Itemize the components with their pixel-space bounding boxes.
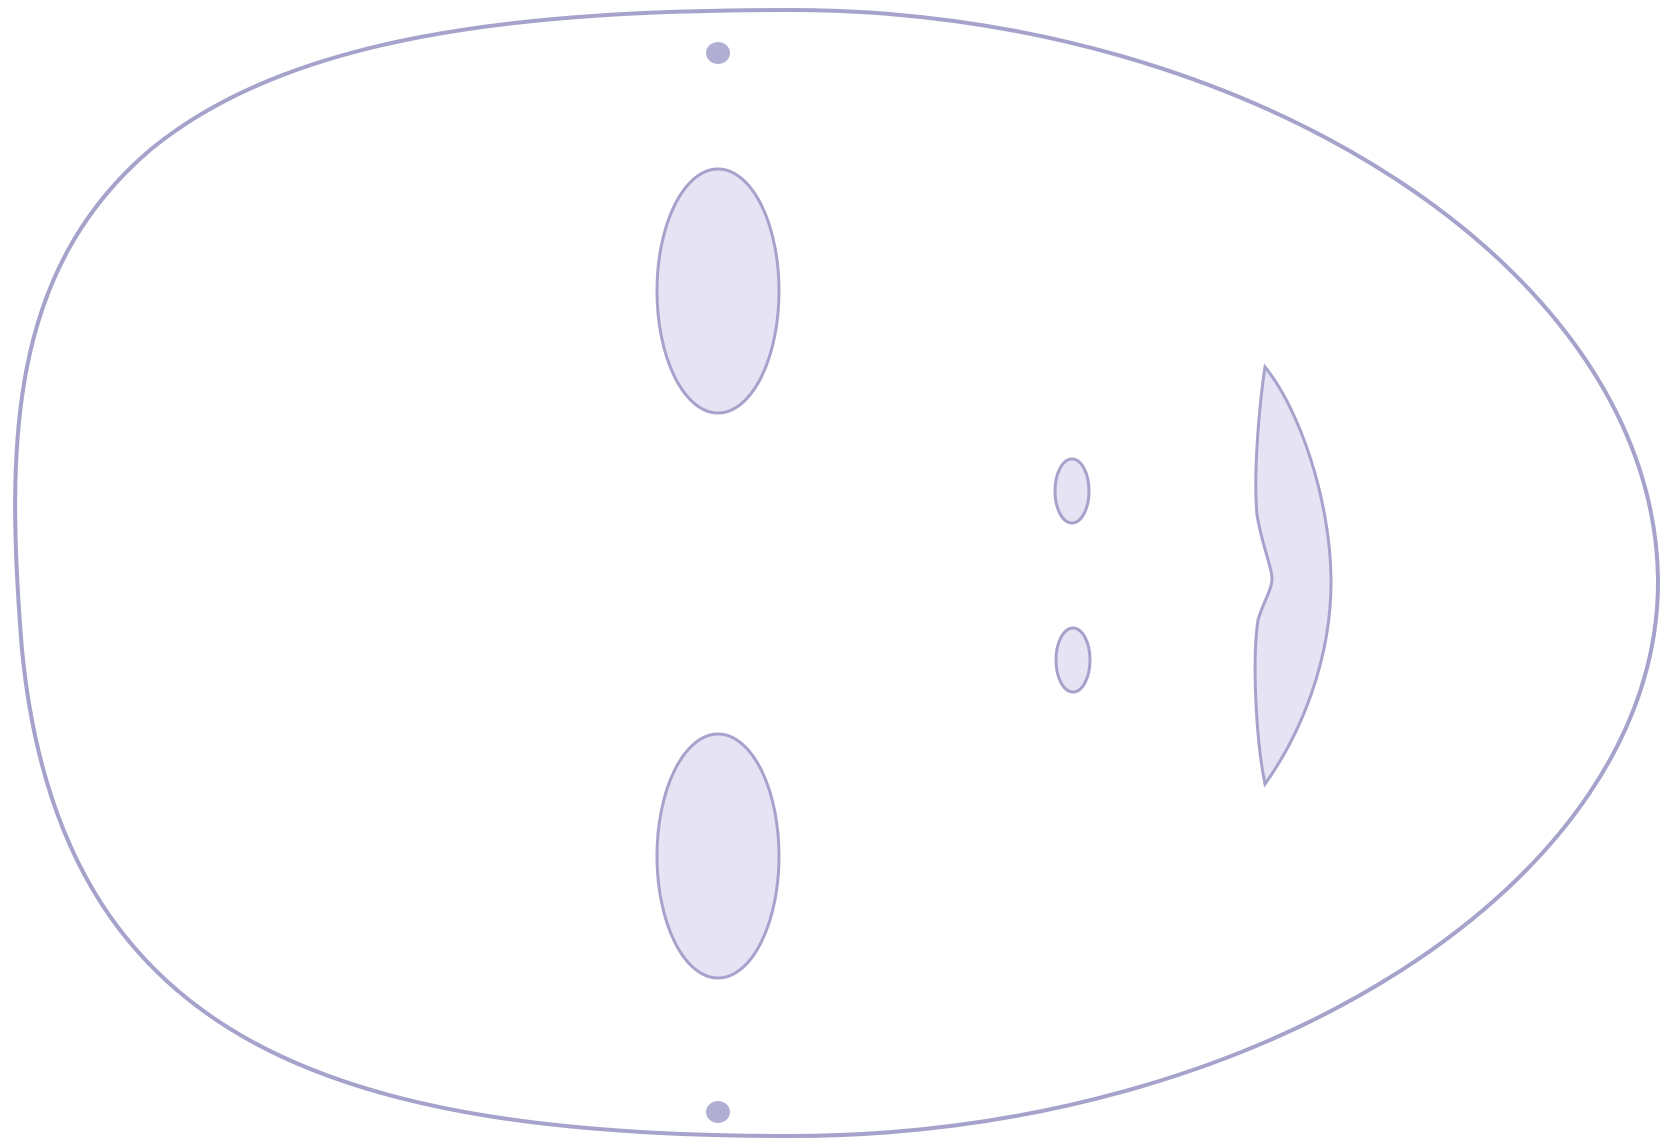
strap-hole-top <box>706 42 730 64</box>
nostril-hole-bottom <box>1056 628 1090 692</box>
nostril-hole-top <box>1055 459 1089 523</box>
strap-hole-bottom <box>706 1101 730 1123</box>
face-outline <box>15 10 1658 1136</box>
eye-hole-top <box>657 169 779 413</box>
eye-hole-bottom <box>657 734 779 978</box>
mouth-hole <box>1255 367 1331 784</box>
